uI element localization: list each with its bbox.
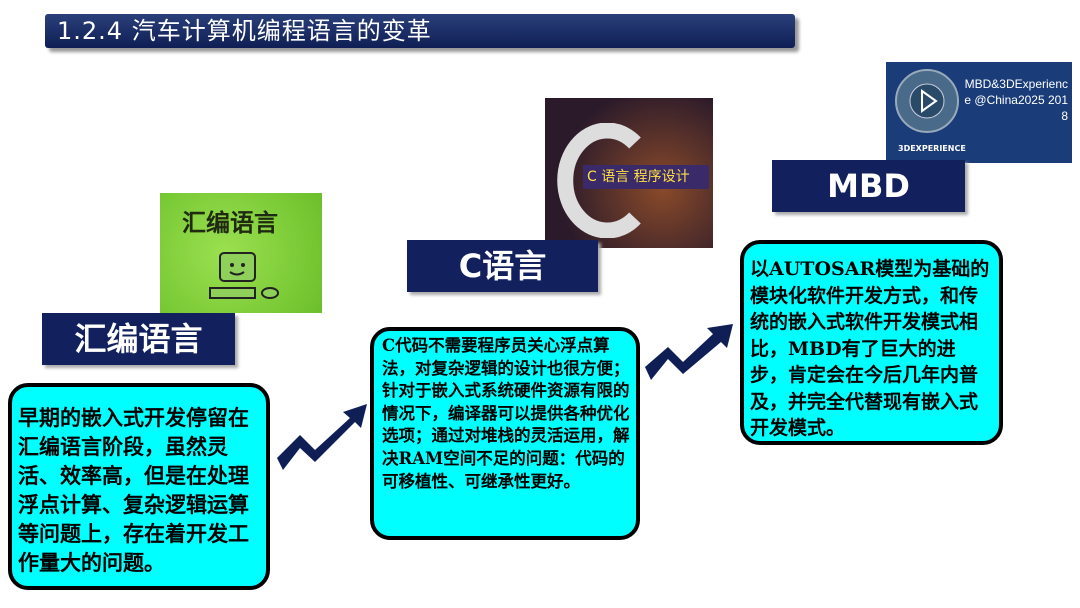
assembly-language-label: 汇编语言 xyxy=(42,313,235,365)
assembly-description-box: 早期的嵌入式开发停留在汇编语言阶段，虽然灵活、效率高，但是在处理浮点计算、复杂逻… xyxy=(8,383,270,590)
slide-title: 1.2.4 汽车计算机编程语言的变革 xyxy=(45,14,795,48)
image-caption: MBD&3DExperience @China2025 2018 xyxy=(964,77,1068,123)
mbd-label: MBD xyxy=(772,160,965,212)
c-language-label: C语言 xyxy=(407,240,598,292)
image-caption: C 语言 程序设计 xyxy=(583,165,709,189)
image-caption: 汇编语言 xyxy=(182,208,278,237)
mbd-image: MBD&3DExperience @China2025 2018 3DEXPER… xyxy=(886,62,1072,163)
big-c-letter-graphic xyxy=(557,123,641,238)
c-language-image: C 语言 程序设计 xyxy=(545,98,713,248)
brand-logo: 3DEXPERIENCE xyxy=(898,144,966,153)
mbd-description-box: 以AUTOSAR模型为基础的模块化软件开发方式，和传统的嵌入式软件开发模式相比，… xyxy=(740,240,1003,445)
arrow-icon xyxy=(645,324,733,380)
c-description-box: C代码不需要程序员关心浮点算法，对复杂逻辑的设计也很方便；针对于嵌入式系统硬件资… xyxy=(370,327,640,540)
computer-icon xyxy=(209,252,279,299)
arrow-icon xyxy=(277,404,367,470)
3dexperience-compass-icon xyxy=(895,69,959,133)
assembly-language-image: 汇编语言 xyxy=(160,193,322,313)
